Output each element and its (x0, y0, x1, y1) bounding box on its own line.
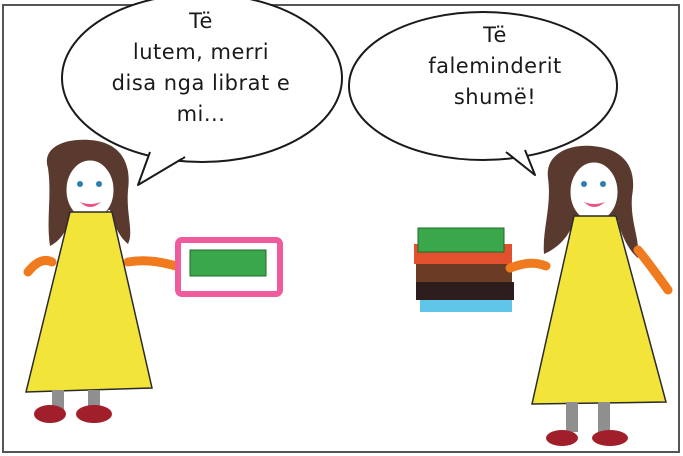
girl-left (23, 139, 189, 423)
speech-text-right: Të faleminderit shumë! (428, 23, 562, 109)
speech-bubble-left (61, 0, 343, 186)
girl-right (505, 145, 673, 446)
speech-text-left: Të lutem, merri disa nga librat e mi... (111, 9, 291, 126)
speech-bubble-right (348, 11, 618, 176)
book-stack (414, 227, 514, 312)
book-single (175, 237, 283, 297)
